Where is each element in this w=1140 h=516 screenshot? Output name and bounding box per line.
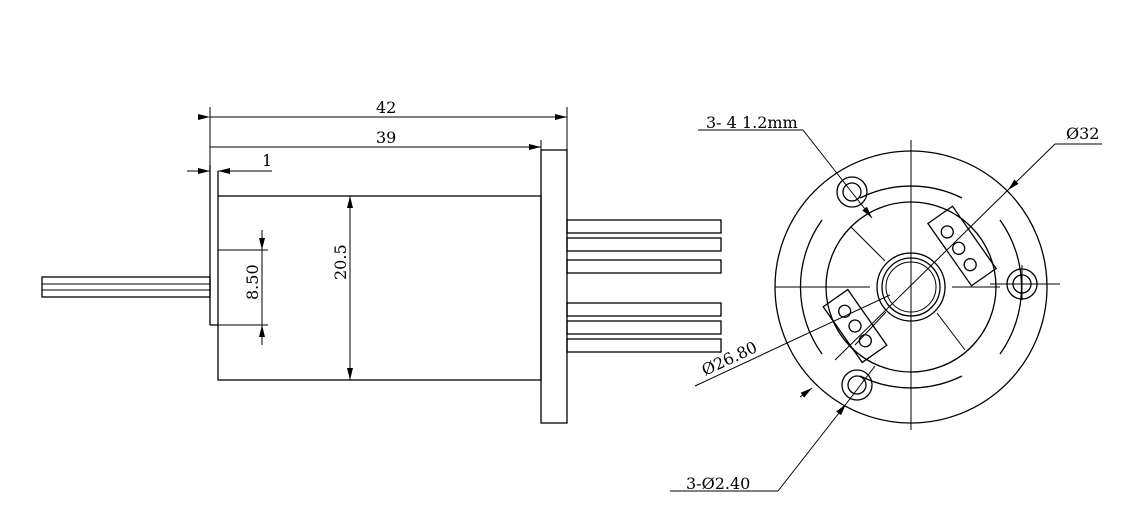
terminal-block [927, 205, 997, 287]
outer-diameter-label: Ø32 [1066, 124, 1099, 143]
mounting-holes-label: 3- 4 1.2mm [706, 113, 798, 132]
pitch-diameter-label: Ø26.80 [699, 338, 760, 380]
shaft [41, 276, 211, 298]
dim-8-50: 8.50 [243, 264, 262, 300]
dim-1: 1 [262, 151, 272, 170]
mounting-hole [841, 369, 873, 401]
front-view: 3- 4 1.2mm Ø32 Ø26.80 3-Ø2.40 [670, 113, 1102, 493]
rear-flange [540, 149, 568, 424]
motor-body [217, 195, 542, 381]
mounting-hole [836, 176, 868, 208]
hole-diameter-label: 3-Ø2.40 [686, 474, 750, 493]
mounting-hole [990, 265, 1060, 300]
terminal-block [822, 288, 888, 364]
dim-42: 42 [376, 98, 396, 117]
dim-39: 39 [376, 128, 396, 147]
lead-wires [566, 219, 722, 353]
side-view: 42 39 1 20.5 8.50 [41, 98, 722, 424]
dim-20-5: 20.5 [331, 244, 350, 280]
